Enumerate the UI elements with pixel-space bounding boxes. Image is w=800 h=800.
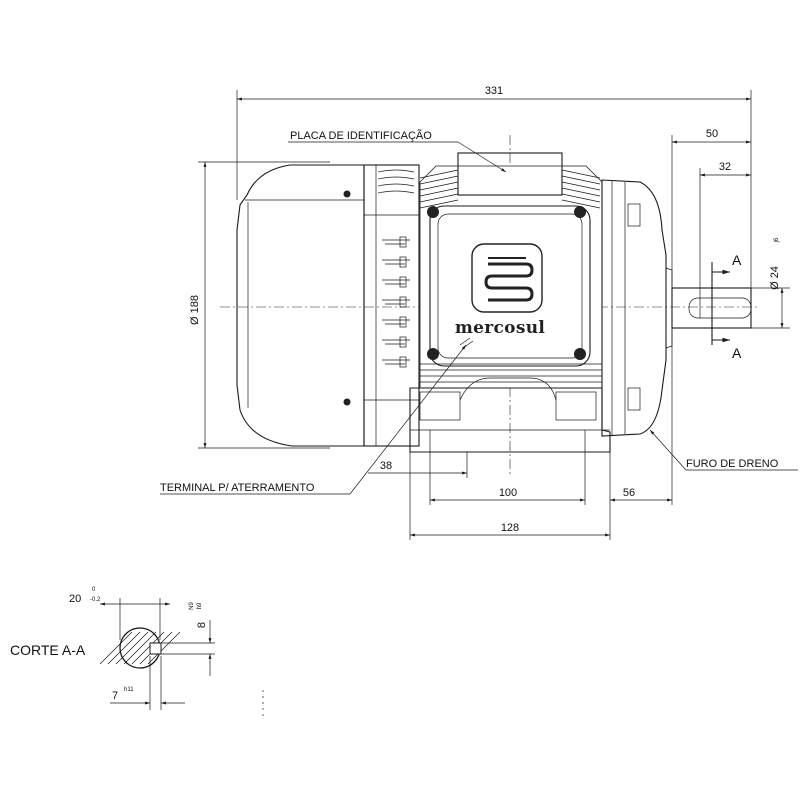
screw-icon [427,348,439,360]
svg-text:7: 7 [112,690,118,702]
section-title: CORTE A-A [10,642,86,658]
dimension-key-32: 32 [699,161,751,298]
bolt-icon [343,190,351,198]
svg-text:h9: h9 [197,602,203,609]
svg-text:N9: N9 [189,602,195,610]
svg-text:-0.2: -0.2 [90,597,101,603]
dimension-frame-diameter: Ø 188 [189,161,330,449]
dimension-overall-length: 331 [236,85,752,288]
svg-text:h11: h11 [124,687,134,693]
dimension-shaft-50: 50 [671,128,751,288]
section-arrows: A A [711,252,742,361]
section-mark-top: A [732,252,742,268]
svg-text:56: 56 [623,487,635,499]
svg-text:TERMINAL P/ ATERRAMENTO: TERMINAL P/ ATERRAMENTO [160,482,315,494]
svg-text:331: 331 [485,85,503,97]
svg-text:100: 100 [499,487,517,499]
svg-text:PLACA DE IDENTIFICAÇÃO: PLACA DE IDENTIFICAÇÃO [290,129,432,142]
dimension-foot-56: 56 [609,328,673,540]
section-shaft-icon [99,627,181,669]
fan-cover [236,164,365,447]
nameplate [457,152,563,196]
dimension-foot-100: 100 [430,452,586,505]
svg-text:Ø 188: Ø 188 [189,295,201,325]
svg-text:0: 0 [92,587,96,593]
front-endshield [601,179,673,437]
terminal-box: mercosul [419,152,603,389]
bolt-icon [343,398,351,406]
svg-text:8: 8 [196,622,208,628]
label-nameplate: PLACA DE IDENTIFICAÇÃO [288,129,507,173]
svg-text:Ø 24: Ø 24 [769,266,781,290]
svg-text:j6: j6 [774,237,780,243]
section-a-a: CORTE A-A 20 0 -0.2 8 N9 h9 7 h11 [10,587,215,710]
dimension-foot-128: 128 [410,522,610,537]
stator-frame [363,164,420,447]
brand-logo-text: mercosul [455,318,545,338]
screw-icon [574,348,586,360]
svg-text:FURO DE DRENO: FURO DE DRENO [686,458,779,470]
svg-text:38: 38 [380,460,392,472]
svg-text:20: 20 [69,593,81,605]
dimension-shaft-diameter: Ø 24 j6 [751,237,790,329]
screw-icon [427,206,439,218]
mercosul-logo-icon [471,243,543,313]
svg-text:50: 50 [706,128,718,140]
section-mark-bottom: A [732,345,742,361]
label-drain-hole: FURO DE DRENO [649,429,798,471]
svg-text:32: 32 [719,161,731,173]
dimension-foot-38: 38 [368,452,468,540]
screw-icon [574,206,586,218]
label-grounding-terminal: TERMINAL P/ ATERRAMENTO [160,344,467,495]
svg-text:128: 128 [501,522,519,534]
